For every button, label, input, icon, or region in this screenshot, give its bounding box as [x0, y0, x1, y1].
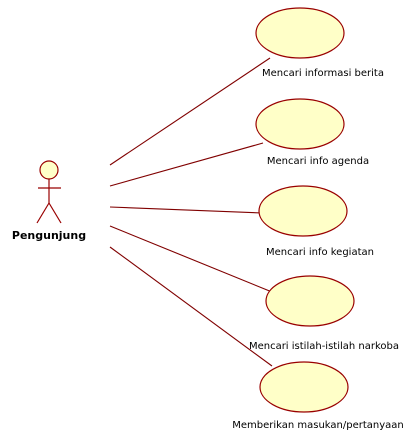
use-case-ellipse[interactable] — [258, 185, 348, 237]
use-case-label: Mencari istilah-istilah narkoba — [249, 341, 399, 352]
use-case-4[interactable]: Mencari istilah-istilah narkoba — [249, 275, 399, 352]
actor-label: Pengunjung — [12, 229, 86, 242]
actor-right-leg — [48, 202, 62, 224]
use-case-5[interactable]: Memberikan masukan/pertanyaan — [232, 361, 404, 431]
actor-pengunjung[interactable]: Pengunjung — [12, 160, 86, 242]
use-case-1[interactable]: Mencari informasi berita — [255, 7, 384, 79]
actor-head — [39, 160, 59, 180]
use-case-ellipse[interactable] — [259, 361, 349, 413]
use-case-label: Mencari informasi berita — [262, 68, 384, 79]
association-line-3[interactable] — [109, 206, 264, 214]
association-line-1[interactable] — [109, 57, 271, 166]
use-case-3[interactable]: Mencari info kegiatan — [258, 185, 374, 258]
use-case-label: Mencari info agenda — [267, 156, 369, 167]
actor-left-leg — [36, 202, 50, 224]
associations — [109, 57, 273, 367]
use-case-ellipse[interactable] — [265, 275, 355, 327]
association-line-2[interactable] — [109, 142, 264, 187]
association-line-4[interactable] — [109, 225, 273, 293]
use-case-2[interactable]: Mencari info agenda — [255, 98, 369, 167]
use-case-label: Memberikan masukan/pertanyaan — [232, 420, 404, 431]
use-case-ellipse[interactable] — [255, 98, 345, 150]
use-case-label: Mencari info kegiatan — [266, 247, 374, 258]
association-line-5[interactable] — [109, 246, 273, 367]
use-case-ellipse[interactable] — [255, 7, 345, 59]
